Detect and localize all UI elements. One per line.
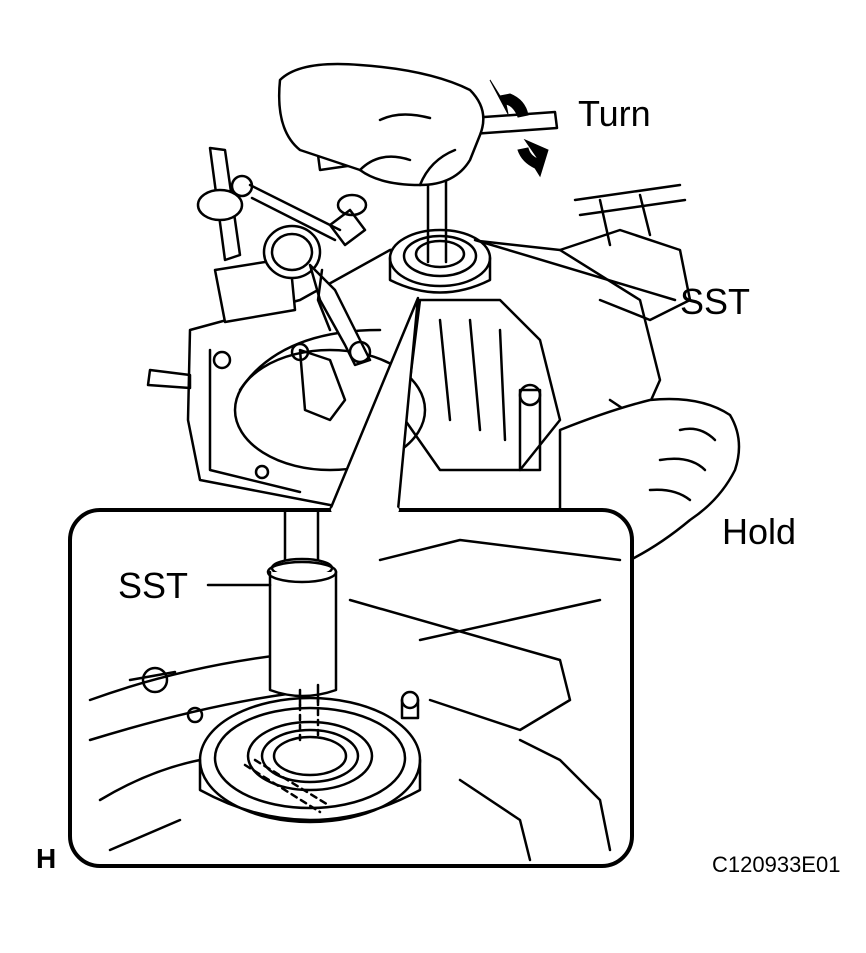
callout-pointer [328, 296, 420, 512]
upper-bearing [388, 228, 492, 294]
turn-label: Turn [578, 93, 651, 134]
dial-indicator [196, 146, 372, 367]
detail-inset [68, 507, 634, 868]
corner-mark: H [36, 843, 57, 874]
upper-hand [278, 62, 485, 187]
sst-upper-label: SST [680, 281, 751, 322]
turn-arrows-icon [489, 79, 549, 178]
figure-code: C120933E01 [712, 852, 841, 877]
transaxle-case [146, 183, 692, 517]
sst-inset-label: SST [118, 565, 189, 606]
sst-upper-leader [473, 238, 677, 302]
hold-label: Hold [722, 511, 797, 552]
